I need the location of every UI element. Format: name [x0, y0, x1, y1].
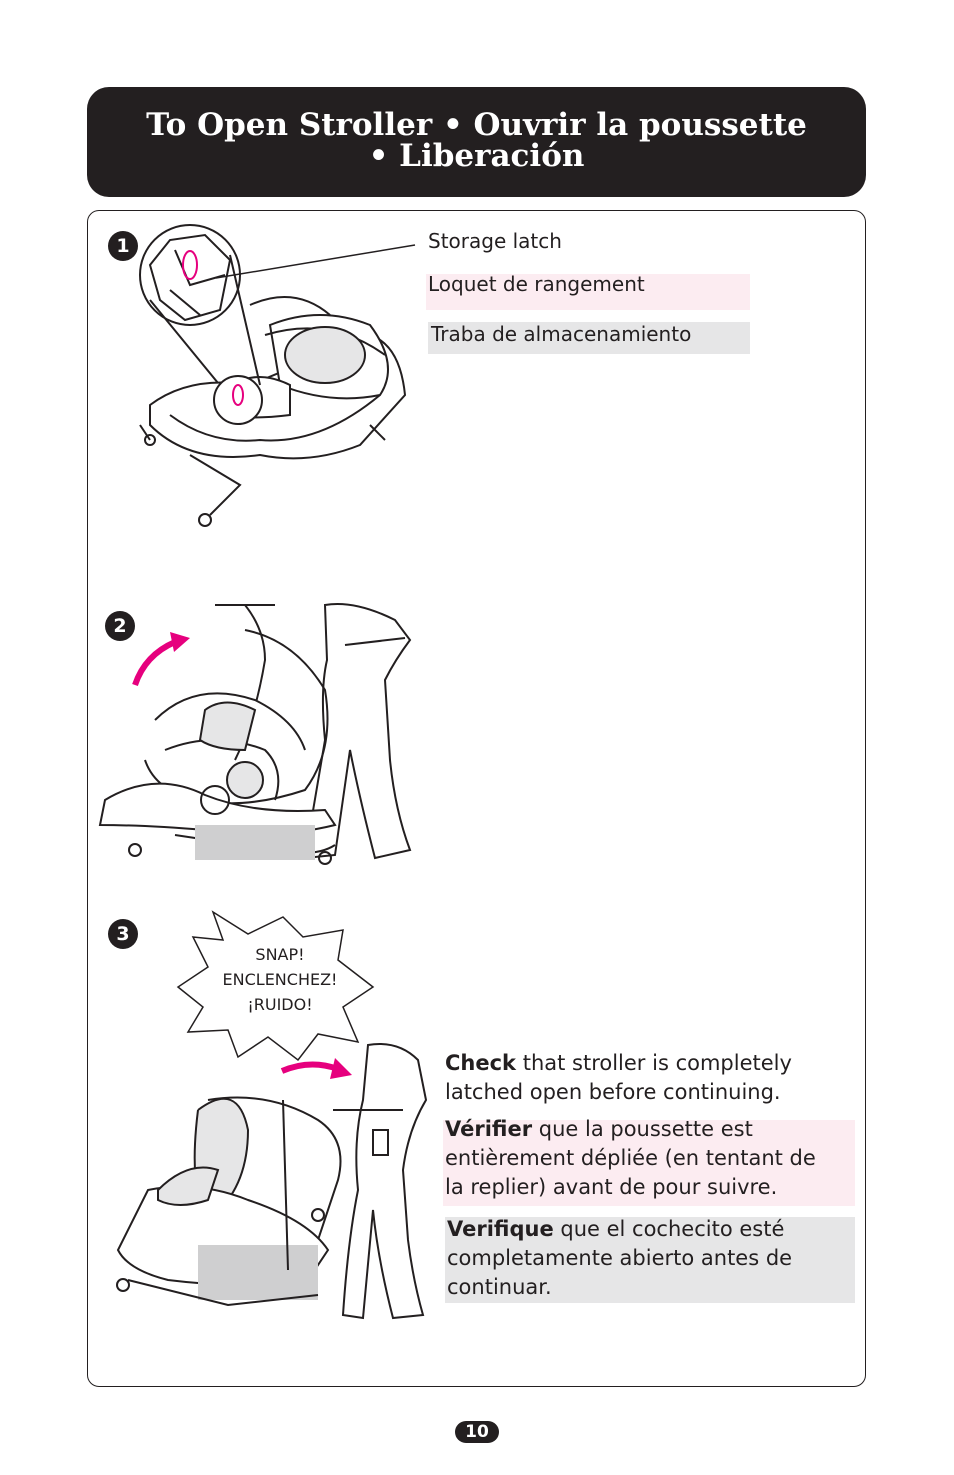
check-fr-body: que la poussette est entièrement dépliée… [445, 1117, 816, 1199]
check-es-bold: Verifique [447, 1217, 554, 1241]
page-number: 10 [455, 1421, 499, 1443]
header-title-line2: • Liberación [368, 138, 585, 174]
check-fr-bold: Vérifier [445, 1117, 533, 1141]
burst-line-es: ¡RUIDO! [247, 995, 313, 1014]
burst-line-fr: ENCLENCHEZ! [222, 970, 338, 989]
burst-line-en: SNAP! [255, 945, 305, 964]
step-number-1: 1 [108, 231, 138, 261]
label-storage-latch-en: Storage latch [428, 229, 562, 253]
check-es-body: que el cochecito esté completamente abie… [447, 1217, 793, 1299]
snap-burst-text: SNAP! ENCLENCHEZ! ¡RUIDO! [200, 942, 360, 1017]
header-title-line1: To Open Stroller • Ouvrir la poussette [146, 107, 807, 143]
person-latching-stroller-illustration [116, 1043, 428, 1320]
label-storage-latch-fr: Loquet de rangement [428, 272, 645, 296]
check-en-body: that stroller is completely latched open… [445, 1051, 792, 1104]
storage-latch-illustration [139, 224, 416, 527]
section-header: To Open Stroller • Ouvrir la poussette •… [87, 87, 866, 197]
check-en-bold: Check [445, 1051, 517, 1075]
check-bg-fr [443, 1120, 855, 1206]
check-bg-es [445, 1217, 855, 1303]
step-number-2: 2 [105, 611, 135, 641]
check-text-en: Check that stroller is completely latche… [445, 1049, 815, 1107]
check-text-es: Verifique que el cochecito esté completa… [447, 1215, 827, 1302]
step-number-3: 3 [108, 919, 138, 949]
snap-burst-shape [176, 910, 375, 1062]
check-text-fr: Vérifier que la poussette est entièremen… [445, 1115, 825, 1202]
label-storage-latch-es: Traba de almacenamiento [431, 322, 692, 346]
person-unfolding-stroller-illustration [98, 603, 412, 865]
lock-arrow-icon [280, 1058, 352, 1079]
label-bg-fr [426, 274, 750, 310]
unfold-arrow-icon [132, 632, 190, 687]
label-bg-es [428, 322, 750, 354]
